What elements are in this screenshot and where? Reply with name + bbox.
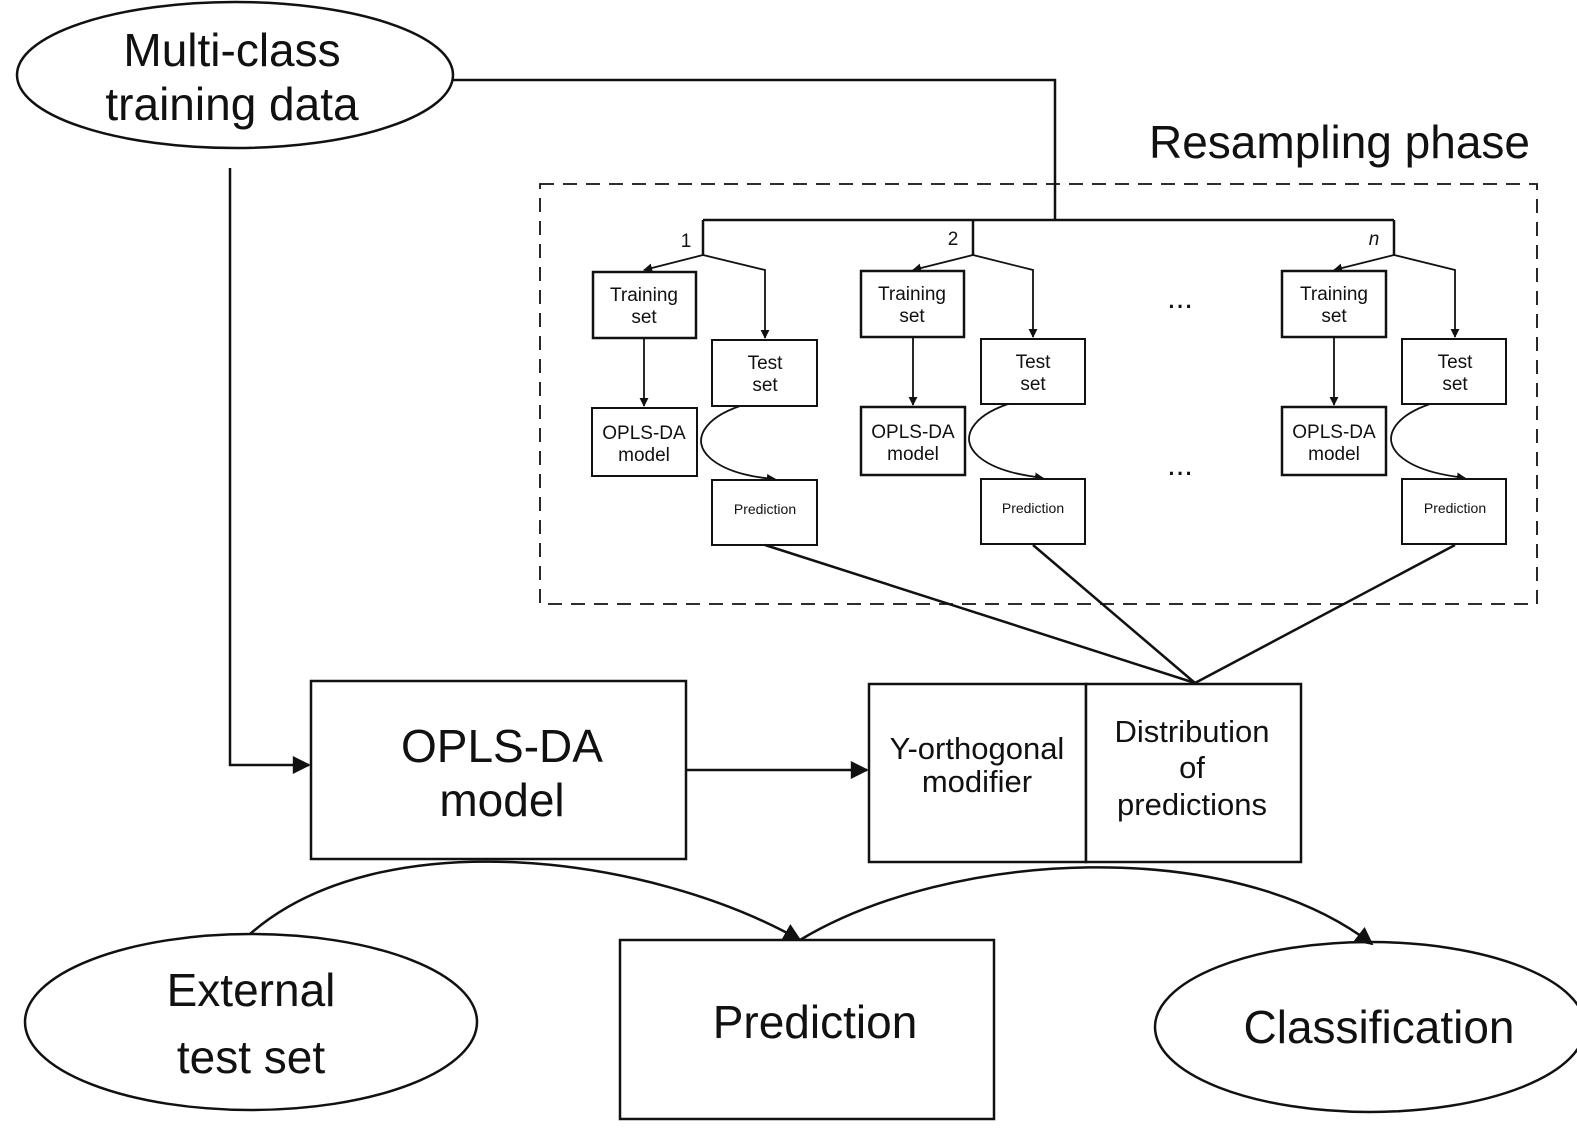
branch-drops — [701, 220, 1396, 255]
resample-column-2: Training set Test set OPLS-DA model Pred… — [859, 254, 1086, 545]
prediction-main-label: Prediction — [713, 996, 918, 1048]
external-label-line2: test set — [177, 1031, 326, 1083]
iteration-label-1: 1 — [681, 231, 692, 252]
prediction-to-classification-arrow — [799, 866, 1374, 946]
training-data-to-model-arrow — [228, 168, 311, 774]
test-set-label-line2: set — [1442, 374, 1468, 395]
opls-da-model-small-box — [859, 405, 967, 477]
test-set-box — [1401, 338, 1507, 405]
opls-da-model-small-box — [1280, 405, 1388, 477]
classification-node: Classification — [1153, 940, 1577, 1114]
prediction-main-node: Prediction — [618, 938, 996, 1121]
distribution-label-line1: Distribution — [1114, 714, 1269, 749]
training-set-label-line2: set — [1321, 306, 1347, 327]
resample-column-n: Training set Test set OPLS-DA model Pred… — [1280, 254, 1507, 545]
test-set-label-line1: Test — [1438, 352, 1474, 373]
y-orthogonal-modifier: Y-orthogonal modifier — [867, 682, 1088, 864]
opls-small-label-line2: model — [887, 444, 939, 465]
opls-da-model-main: OPLS-DA model — [309, 679, 688, 861]
classification-label: Classification — [1244, 1001, 1515, 1053]
test-set-box — [980, 338, 1086, 405]
distribution-label-line2: of — [1179, 750, 1205, 785]
opls-da-model-small-box — [591, 407, 698, 477]
predictions-convergence-lines — [764, 543, 1456, 685]
training-set-label-line1: Training — [1300, 284, 1368, 305]
training-set-label-line2: set — [899, 306, 925, 327]
resampling-phase-region — [539, 183, 1538, 605]
external-to-prediction-arrow — [249, 860, 802, 942]
iteration-label-n: n — [1369, 229, 1380, 250]
training-data-to-resampling-connector — [453, 78, 1057, 220]
test-set-label-line2: set — [752, 375, 778, 396]
prediction-small-box — [1401, 478, 1507, 545]
prediction-small-label: Prediction — [1424, 500, 1486, 516]
opls-small-label-line1: OPLS-DA — [602, 423, 686, 444]
multi-class-label-line2: training data — [105, 78, 359, 130]
distribution-of-predictions: Distribution of predictions — [1084, 682, 1303, 864]
training-set-label-line2: set — [631, 307, 657, 328]
opls-main-label-line1: OPLS-DA — [401, 720, 603, 772]
training-set-label-line1: Training — [610, 285, 678, 306]
multi-class-label-line1: Multi-class — [123, 24, 340, 76]
y-orthogonal-label-line2: modifier — [922, 764, 1032, 799]
test-set-label-line1: Test — [748, 353, 784, 374]
prediction-small-box — [980, 478, 1086, 545]
y-orthogonal-label-line1: Y-orthogonal — [890, 731, 1065, 766]
resampling-phase-title: Resampling phase — [1149, 116, 1530, 168]
training-set-box — [591, 270, 698, 340]
ellipsis-top: ... — [1167, 280, 1193, 315]
test-set-label-line1: Test — [1016, 352, 1052, 373]
test-set-label-line2: set — [1020, 374, 1046, 395]
iteration-label-2: 2 — [948, 229, 959, 250]
distribution-label-line3: predictions — [1117, 787, 1267, 822]
opls-small-label-line1: OPLS-DA — [871, 422, 955, 443]
opls-small-label-line2: model — [618, 445, 670, 466]
ellipsis-bottom: ... — [1167, 447, 1193, 482]
training-set-box — [1280, 269, 1388, 339]
resample-column-1: Training set Test set OPLS-DA model Pred… — [591, 254, 818, 546]
opls-small-label-line2: model — [1308, 444, 1360, 465]
prediction-small-box — [711, 479, 818, 546]
test-set-box — [711, 339, 818, 407]
external-test-set-node: External test set — [23, 932, 479, 1112]
prediction-small-label: Prediction — [734, 501, 796, 517]
multi-class-training-data-node: Multi-class training data — [15, 0, 455, 150]
external-label-line1: External — [167, 964, 336, 1016]
training-set-label-line1: Training — [878, 284, 946, 305]
prediction-small-label: Prediction — [1002, 500, 1064, 516]
opls-small-label-line1: OPLS-DA — [1292, 422, 1376, 443]
opls-main-label-line2: model — [439, 774, 564, 826]
